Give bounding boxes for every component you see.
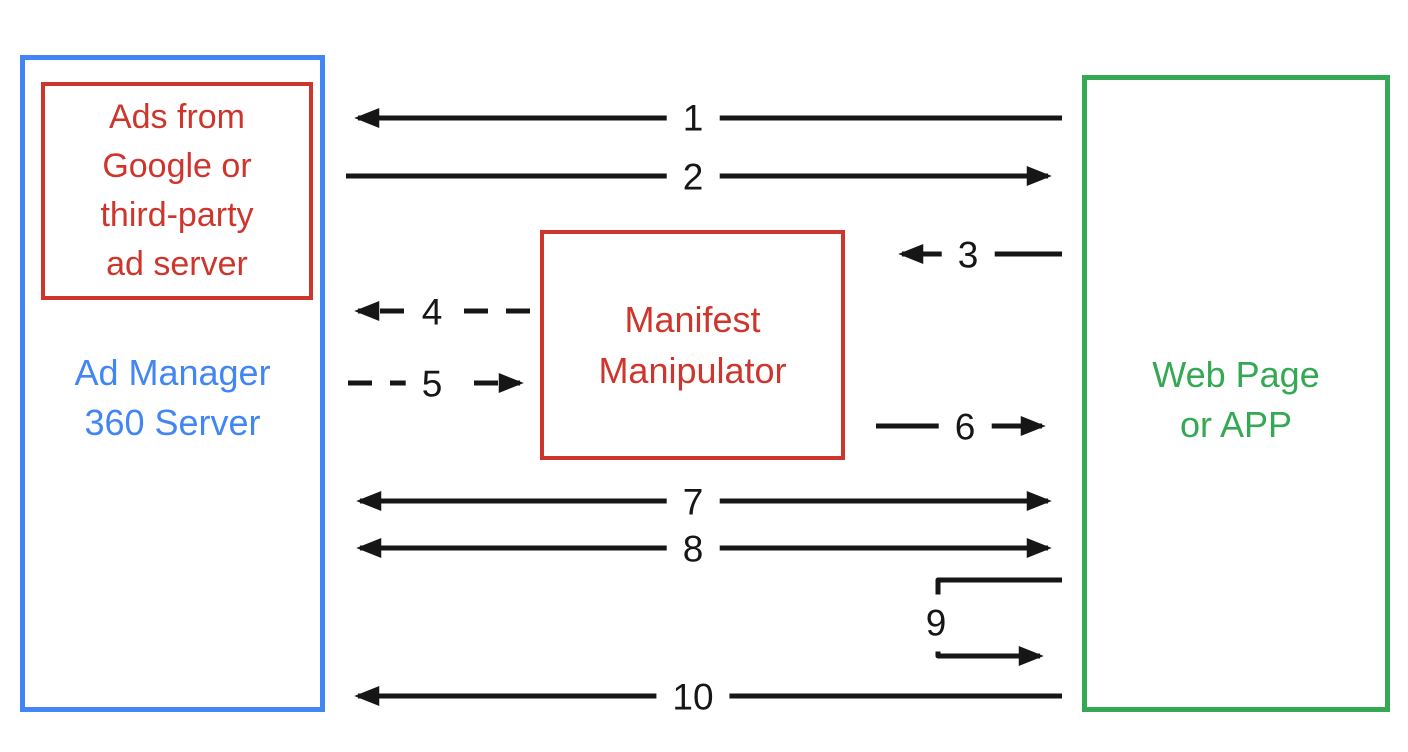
arrow-9-label: 9 (913, 594, 959, 652)
ads-from-google-box: Ads from Google or third-party ad server (41, 82, 313, 300)
ad-manager-360-server-label: Ad Manager 360 Server (74, 352, 271, 443)
manifest-manipulator-label: Manifest Manipulator (598, 299, 787, 391)
web-page-or-app-label: Web Page or APP (1152, 354, 1320, 445)
arrow-2-label: 2 (666, 156, 720, 198)
arrow-6-label: 6 (938, 406, 992, 448)
web-page-or-app-box: Web Page or APP (1082, 75, 1390, 712)
ad-manager-360-server-box: Ads from Google or third-party ad server… (20, 55, 325, 712)
arrow-7-label: 7 (666, 481, 720, 523)
manifest-manipulator-box: Manifest Manipulator (540, 230, 845, 460)
arrow-8-label: 8 (666, 528, 720, 570)
ads-from-google-label: Ads from Google or third-party ad server (100, 98, 254, 283)
arrow-4-label: 4 (405, 291, 459, 333)
arrow-10-label: 10 (656, 676, 730, 718)
arrow-5-label: 5 (405, 363, 459, 405)
arrow-1-label: 1 (666, 97, 720, 139)
arrow-3-label: 3 (941, 234, 995, 276)
